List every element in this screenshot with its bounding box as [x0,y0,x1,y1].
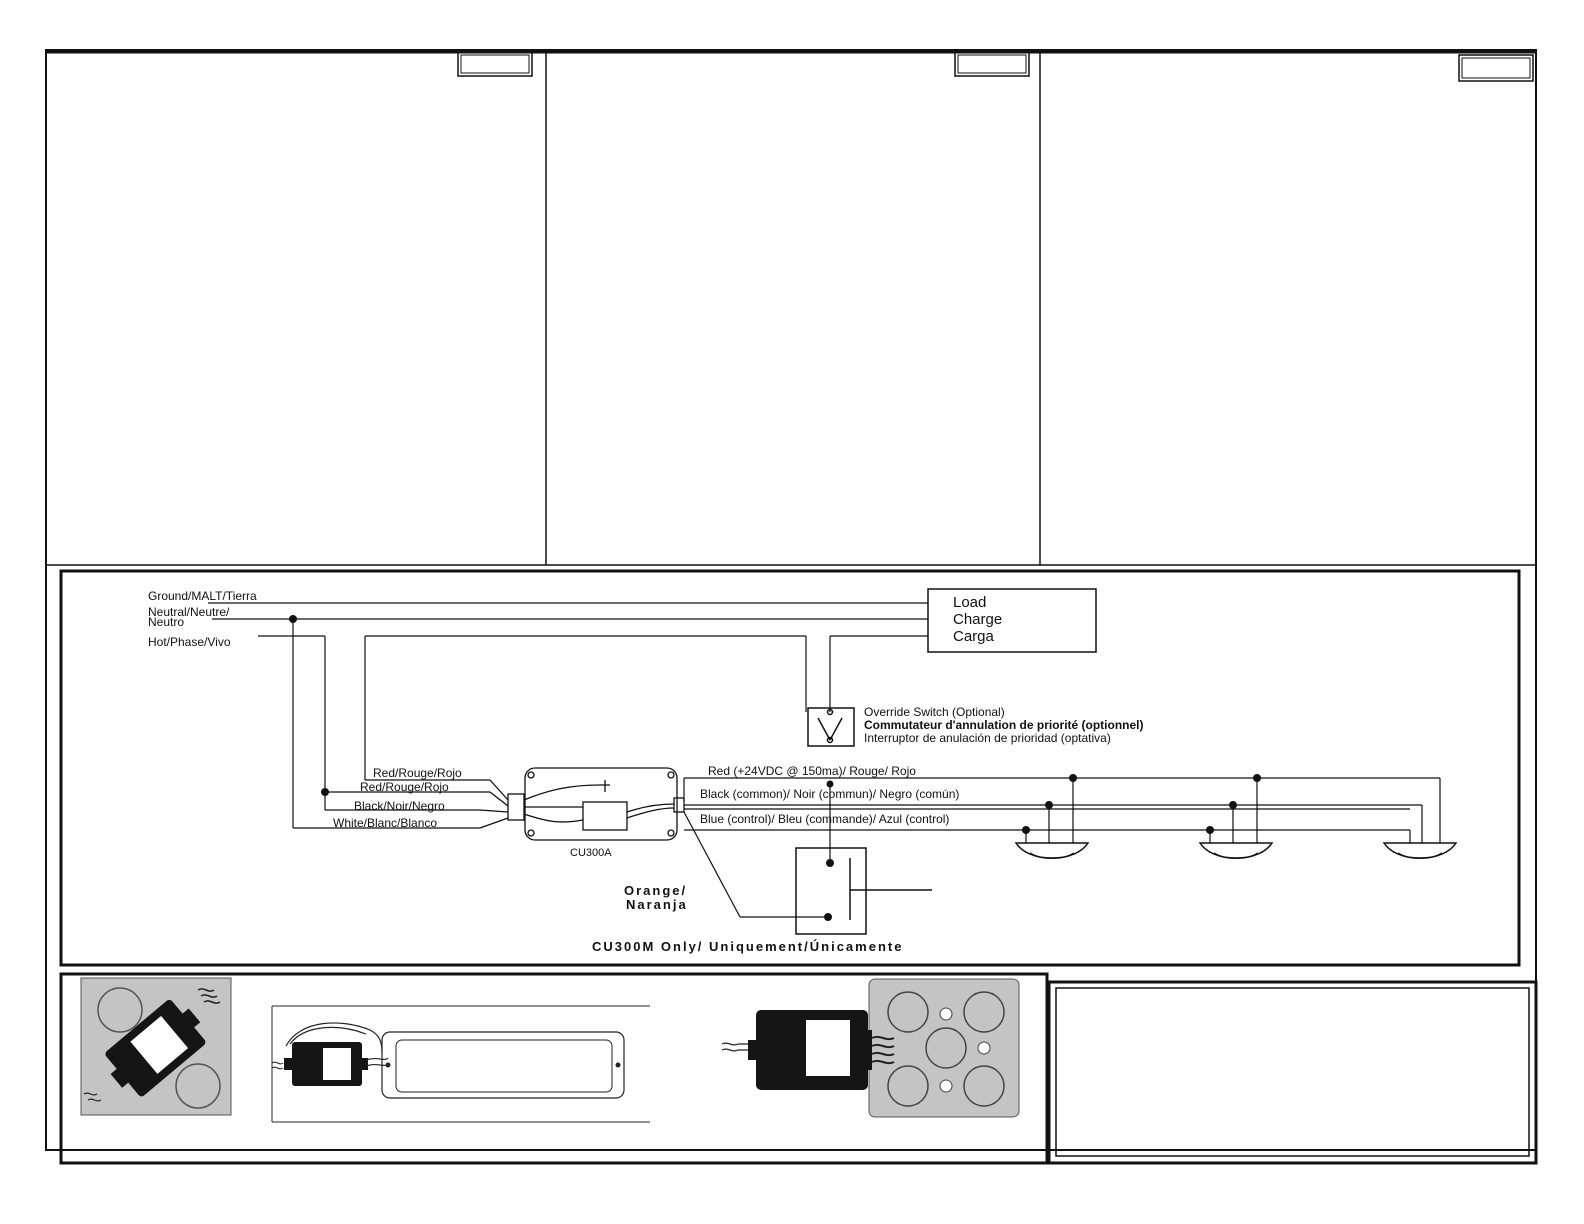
neutral-label-2: Neutro [148,615,184,629]
orange-label-2: Naranja [626,897,688,912]
column-2-tab [954,51,1030,77]
red-label-2: Red/Rouge/Rojo [360,780,449,794]
override-switch-symbol [807,707,855,747]
override-label-fr: Commutateur d'annulation de priorité (op… [864,718,1144,732]
neutral-label: Neutral/Neutre/ [148,605,230,619]
low-voltage-wires [683,777,1441,918]
mounting-panel [59,972,1538,1165]
illustration-junction-box-mount [721,978,1020,1118]
ceiling-sensors [1014,842,1458,859]
page-frame [45,49,1537,1151]
column-3-tab [1458,54,1534,82]
load-box [927,588,1097,653]
red-24v-label: Red (+24VDC @ 150ma)/ Rouge/ Rojo [708,764,916,778]
load-label-es: Carga [953,628,995,645]
illustration-channel-mount [271,1005,650,1123]
illustration-box-mount [80,977,232,1116]
orange-label: Orange/ [624,883,687,898]
sensor-3 [1382,842,1458,859]
override-label-en: Override Switch (Optional) [864,705,1005,719]
sensor-1 [1014,842,1090,859]
black-common-label: Black (common)/ Noir (commun)/ Negro (co… [700,787,959,801]
notes-box [1055,987,1530,1157]
wiring-diagram: Ground/MALT/Tierra Neutral/Neutre/ Neutr… [59,569,1521,967]
sensor-2 [1198,842,1274,859]
supply-wires [208,602,928,829]
junction-dots [289,615,329,796]
white-label: White/Blanc/Blanco [333,816,437,830]
black-label: Black/Noir/Negro [354,799,445,813]
hot-label: Hot/Phase/Vivo [148,635,231,649]
load-label-en: Load [953,594,986,611]
wiring-diagram-frame [59,569,1521,967]
load-label-fr: Charge [953,611,1002,628]
cu300m-note: CU300M Only/ Uniquement/Únicamente [592,939,903,954]
bus-junction-dots [826,774,1261,834]
cu300m-relay [795,847,932,935]
red-label-1: Red/Rouge/Rojo [373,766,462,780]
column-tab-boxes [457,51,1534,82]
ground-label: Ground/MALT/Tierra [148,589,257,603]
override-label-es: Interruptor de anulación de prioridad (o… [864,731,1111,745]
blue-control-label: Blue (control)/ Bleu (commande)/ Azul (c… [700,812,949,826]
device-label: CU300A [570,847,612,859]
column-1-tab [457,51,533,77]
cu300a-device [479,767,685,841]
